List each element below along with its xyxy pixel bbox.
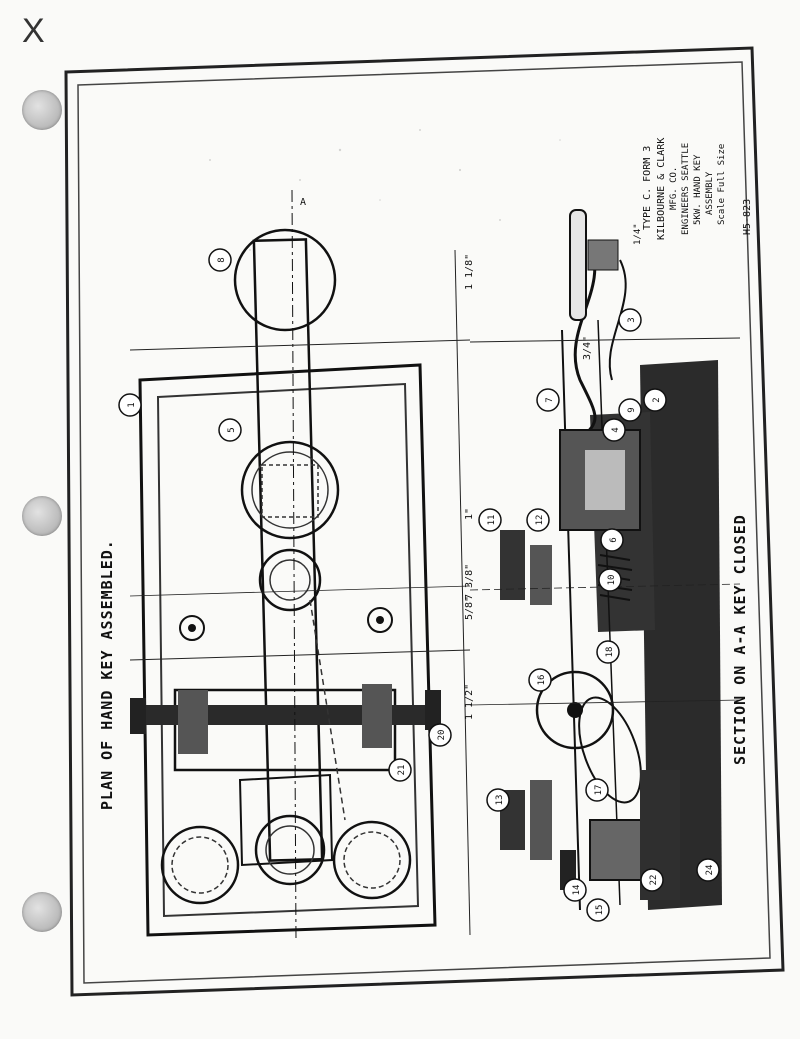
part-number-15: 15 xyxy=(595,905,605,916)
part-number-18: 18 xyxy=(605,647,615,658)
part-number-2: 2 xyxy=(652,397,662,402)
binding-post-right xyxy=(332,820,412,900)
part-balloon-15: 15 xyxy=(586,898,610,922)
part-balloon-7: 7 xyxy=(536,388,560,412)
dim-7-8: 7 3/8" xyxy=(464,564,475,600)
title-line-7: Scale Full Size xyxy=(717,144,727,225)
sheet-border xyxy=(64,46,785,997)
title-line-2: KILBOURNE & CLARK xyxy=(656,138,667,240)
drawing-number: H5-823 xyxy=(742,199,753,235)
base-plate xyxy=(138,363,437,937)
part-balloon-18: 18 xyxy=(596,640,620,664)
title-line-3: MFG. CO. xyxy=(669,167,679,210)
part-number-10: 10 xyxy=(607,575,617,586)
binder-hole-bottom xyxy=(22,892,62,932)
part-number-21: 21 xyxy=(397,765,407,776)
part-balloon-14: 14 xyxy=(563,878,587,902)
part-number-1: 1 xyxy=(127,402,137,407)
part-balloon-4: 4 xyxy=(602,418,626,442)
part-number-14: 14 xyxy=(572,885,582,896)
part-balloon-13: 13 xyxy=(486,788,510,812)
part-number-4: 4 xyxy=(611,427,621,432)
title-line-5: 5KW. HAND KEY xyxy=(693,154,703,225)
dim-3-4: 3/4" xyxy=(582,336,593,360)
part-number-8: 8 xyxy=(217,257,227,262)
section-title: SECTION ON A-A KEY CLOSED xyxy=(731,514,749,765)
title-line-4: ENGINEERS SEATTLE xyxy=(681,143,691,235)
dim-1: 1" xyxy=(464,508,475,520)
part-number-9: 9 xyxy=(627,407,637,412)
part-balloon-2: 2 xyxy=(643,388,667,412)
part-number-6: 6 xyxy=(609,537,619,542)
scan-noise xyxy=(209,129,561,251)
section-view xyxy=(469,209,741,911)
part-number-16: 16 xyxy=(537,675,547,686)
dim-5-8: 5/8" xyxy=(464,596,475,620)
binder-hole-top xyxy=(22,90,62,130)
part-number-7: 7 xyxy=(545,397,555,402)
part-number-24: 24 xyxy=(705,865,715,876)
title-line-1: TYPE C. FORM 3 xyxy=(642,146,653,230)
part-number-12: 12 xyxy=(535,515,545,526)
part-balloon-11: 11 xyxy=(478,508,502,532)
part-number-17: 17 xyxy=(594,785,604,796)
title-line-6: ASSEMBLY xyxy=(705,171,715,215)
part-balloon-17: 17 xyxy=(585,778,609,802)
part-balloon-12: 12 xyxy=(526,508,550,532)
part-number-13: 13 xyxy=(495,795,505,806)
part-balloon-1: 1 xyxy=(118,393,142,417)
part-balloon-8: 8 xyxy=(208,248,232,272)
part-number-3: 3 xyxy=(627,317,637,322)
title-block: TYPE C. FORM 3 KILBOURNE & CLARK MFG. CO… xyxy=(642,138,753,240)
binder-hole-middle xyxy=(22,496,62,536)
knob-circle xyxy=(233,228,337,332)
part-number-22: 22 xyxy=(649,875,659,886)
binding-post-left xyxy=(160,825,240,905)
part-balloon-10: 10 xyxy=(598,568,622,592)
part-balloon-22: 22 xyxy=(640,868,664,892)
part-balloon-9: 9 xyxy=(618,398,642,422)
part-balloon-20: 20 xyxy=(428,723,452,747)
plan-title: PLAN OF HAND KEY ASSEMBLED. xyxy=(98,539,116,810)
part-number-20: 20 xyxy=(437,730,447,741)
part-number-11: 11 xyxy=(487,515,497,526)
part-balloon-5: 5 xyxy=(218,418,242,442)
dim-1-1-2: 1 1/2" xyxy=(464,684,475,720)
part-balloon-24: 24 xyxy=(696,858,720,882)
part-balloon-6: 6 xyxy=(600,528,624,552)
corner-x-mark: X xyxy=(22,12,45,50)
dim-1-4: 1/4" xyxy=(633,223,643,245)
binding-post-mid xyxy=(254,814,326,886)
part-number-5: 5 xyxy=(227,427,237,432)
plan-view xyxy=(129,189,471,941)
part-balloon-3: 3 xyxy=(618,308,642,332)
dim-1-1-8: 1 1/8" xyxy=(464,254,475,290)
part-balloon-16: 16 xyxy=(528,668,552,692)
section-marker-a: A xyxy=(300,197,306,208)
part-balloon-21: 21 xyxy=(388,758,412,782)
